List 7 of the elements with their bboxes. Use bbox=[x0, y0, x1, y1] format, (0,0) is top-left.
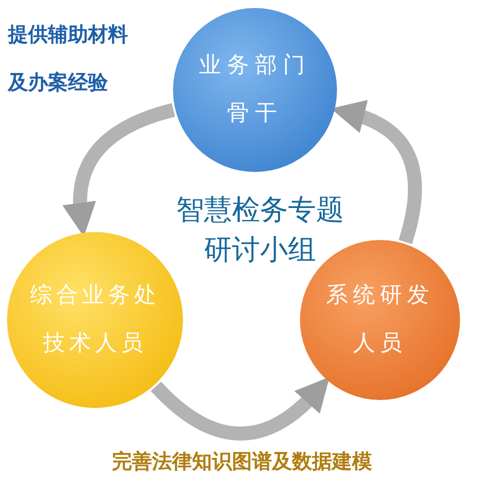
node-label: 系统研发人员 bbox=[325, 282, 435, 358]
node-label: 业务部门骨干 bbox=[198, 52, 312, 128]
node-label: 综合业务处技术人员 bbox=[29, 282, 161, 358]
side-note: 提供辅助材料及办案经验 bbox=[8, 21, 129, 96]
center-title: 智慧检务专题研讨小组 bbox=[175, 192, 345, 268]
curved-arrow bbox=[150, 378, 330, 441]
bottom-note: 完善法律知识图谱及数据建模 bbox=[111, 448, 373, 475]
